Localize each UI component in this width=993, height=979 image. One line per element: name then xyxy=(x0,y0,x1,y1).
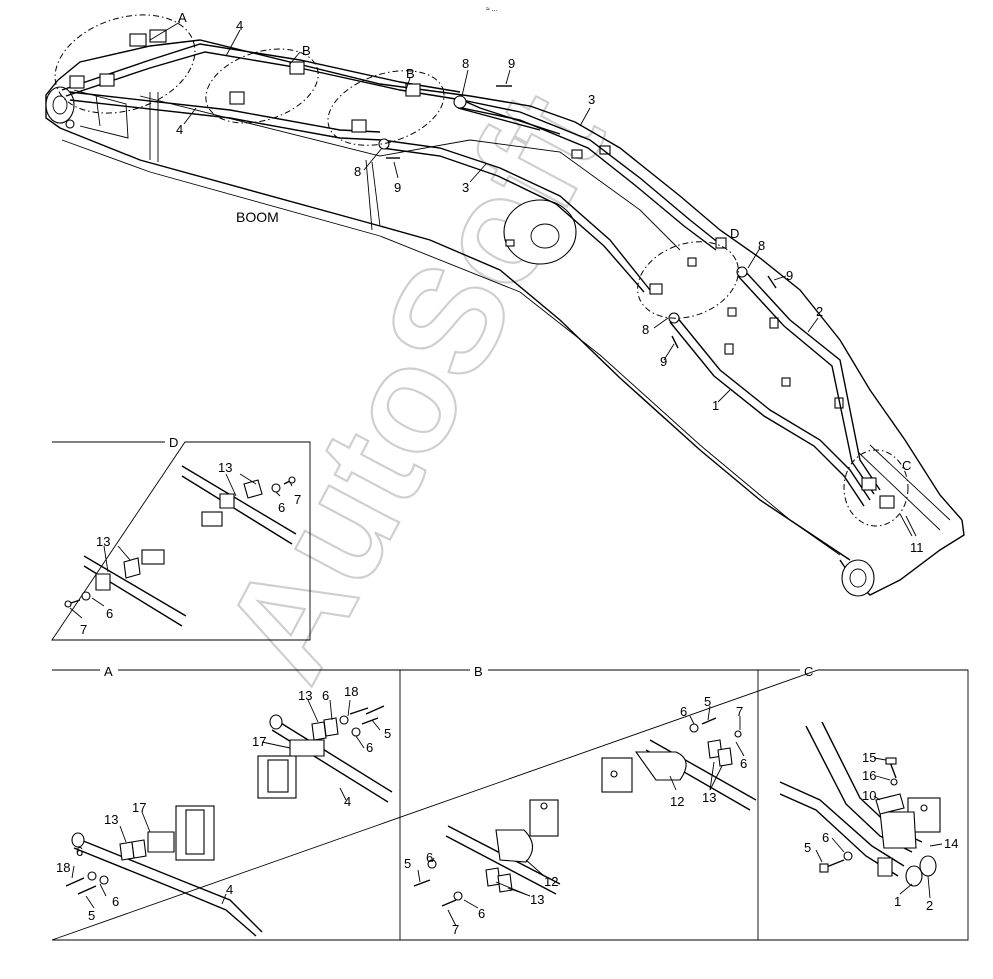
detail-A-4: 4 xyxy=(344,794,351,809)
detail-A-13: 13 xyxy=(298,688,312,703)
detail-C: 15 16 10 6 5 14 1 2 xyxy=(779,721,958,913)
detail-B-7: 7 xyxy=(452,922,459,937)
callout-8: 8 xyxy=(354,164,361,179)
detail-A-6: 6 xyxy=(112,894,119,909)
detail-A-6: 6 xyxy=(322,688,329,703)
callout-9: 9 xyxy=(786,268,793,283)
detail-B-5: 5 xyxy=(704,694,711,709)
callout-4: 4 xyxy=(176,122,183,137)
boom-body xyxy=(45,39,965,597)
callout-11: 11 xyxy=(910,540,924,555)
detail-D-7: 7 xyxy=(80,622,87,637)
detail-B-12: 12 xyxy=(544,874,558,889)
detail-B-5: 5 xyxy=(404,856,411,871)
hydraulic-pipes xyxy=(61,29,895,509)
detail-C-14: 14 xyxy=(944,836,958,851)
detail-A-13: 13 xyxy=(104,812,118,827)
callout-8: 8 xyxy=(462,56,469,71)
detail-A-6: 6 xyxy=(76,844,83,859)
detail-B-title: B xyxy=(474,664,483,679)
detail-A-title: A xyxy=(104,664,113,679)
callout-B: B xyxy=(302,43,311,58)
detail-A: 13 6 18 17 6 5 4 13 17 6 18 6 5 4 xyxy=(56,684,393,937)
detail-D-13: 13 xyxy=(218,460,232,475)
detail-frames: A B C xyxy=(51,664,969,941)
detail-D-7: 7 xyxy=(294,492,301,507)
detail-C-6: 6 xyxy=(822,830,829,845)
detail-A-5: 5 xyxy=(88,908,95,923)
detail-C-title: C xyxy=(804,664,813,679)
detail-A-17: 17 xyxy=(132,800,146,815)
detail-A-18: 18 xyxy=(56,860,70,875)
detail-B-13: 13 xyxy=(530,892,544,907)
callout-D: D xyxy=(730,226,739,241)
detail-A-4: 4 xyxy=(226,882,233,897)
boom-label: BOOM xyxy=(236,209,279,225)
detail-A-5: 5 xyxy=(384,726,391,741)
callout-1: 1 xyxy=(712,398,719,413)
detail-B-6: 6 xyxy=(426,850,433,865)
detail-C-15: 15 xyxy=(862,750,876,765)
callout-3: 3 xyxy=(588,92,595,107)
callout-3: 3 xyxy=(462,180,469,195)
callout-B: B xyxy=(406,66,415,81)
detail-B-7: 7 xyxy=(736,704,743,719)
detail-B-13: 13 xyxy=(702,790,716,805)
watermark: AutoSoft xyxy=(190,67,636,705)
callout-9: 9 xyxy=(660,354,667,369)
detail-A-18: 18 xyxy=(344,684,358,699)
callout-C: C xyxy=(902,458,911,473)
main-callouts: A 4 B 4 B 8 9 3 3 8 9 D 8 9 8 9 2 1 C 11… xyxy=(176,10,924,555)
callout-4: 4 xyxy=(236,18,243,33)
header-mark: ≈ ... xyxy=(486,6,498,13)
detail-B-6: 6 xyxy=(478,906,485,921)
detail-B-12: 12 xyxy=(670,794,684,809)
detail-D-13: 13 xyxy=(96,534,110,549)
callout-8: 8 xyxy=(642,322,649,337)
detail-C-2: 2 xyxy=(926,898,933,913)
detail-C-1: 1 xyxy=(894,894,901,909)
detail-D-title: D xyxy=(169,435,178,450)
detail-B: 5 7 6 6 12 13 6 5 12 13 6 7 xyxy=(404,694,757,937)
detail-C-5: 5 xyxy=(804,840,811,855)
main-leaders xyxy=(149,21,917,537)
callout-A: A xyxy=(178,10,187,25)
callout-9: 9 xyxy=(508,56,515,71)
detail-D-6: 6 xyxy=(106,606,113,621)
detail-A-17: 17 xyxy=(252,734,266,749)
detail-D-6: 6 xyxy=(278,500,285,515)
callout-8: 8 xyxy=(758,238,765,253)
detail-ellipses xyxy=(54,14,909,527)
detail-B-6: 6 xyxy=(740,756,747,771)
detail-D-panel: D 13 6 7 13 6 7 xyxy=(51,435,311,641)
detail-B-6: 6 xyxy=(680,704,687,719)
detail-C-16: 16 xyxy=(862,768,876,783)
callout-2: 2 xyxy=(816,304,823,319)
detail-A-6: 6 xyxy=(366,740,373,755)
detail-C-10: 10 xyxy=(862,788,876,803)
callout-9: 9 xyxy=(394,180,401,195)
